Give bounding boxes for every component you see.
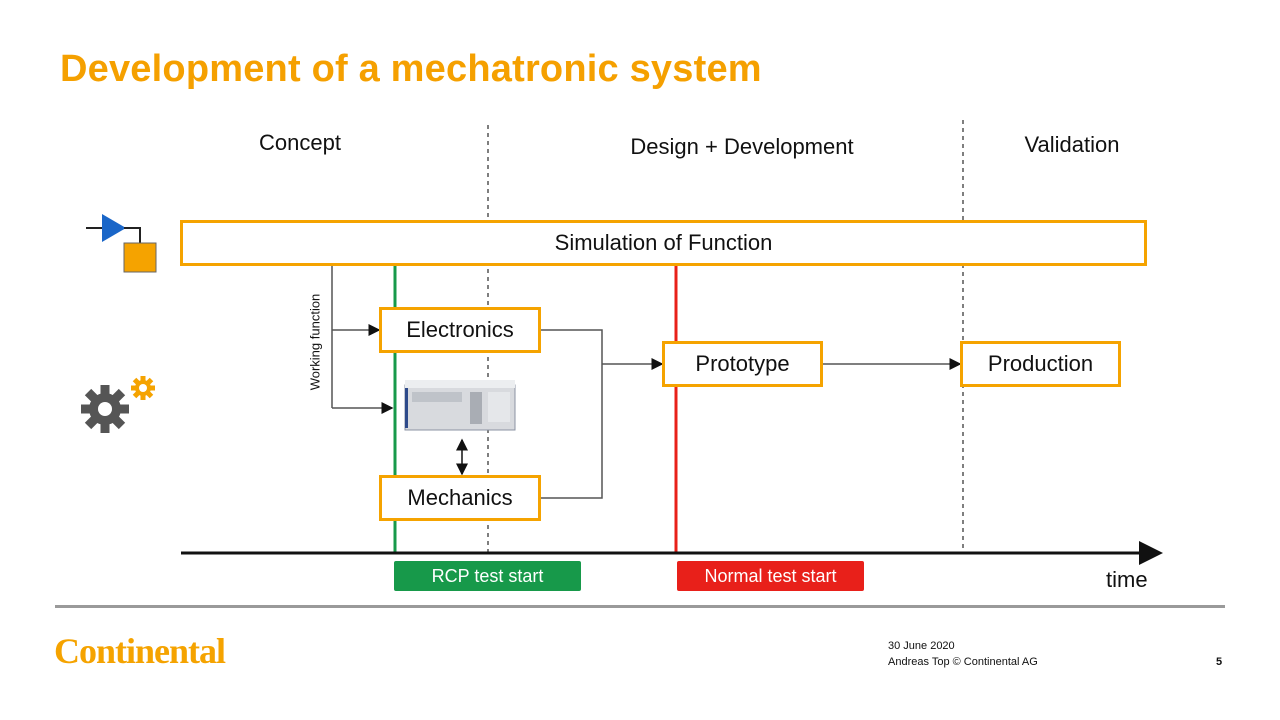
footer-divider: [55, 605, 1225, 608]
phase-design-development: Design + Development: [630, 134, 854, 159]
prototype-box: Prototype: [662, 341, 823, 387]
continental-logo: Continental: [54, 631, 226, 671]
rcp-test-start-badge: RCP test start: [394, 561, 581, 591]
mechatronics-gears-icon: [81, 376, 155, 433]
phase-validation: Validation: [1024, 132, 1120, 157]
simulation-of-function-box: Simulation of Function: [180, 220, 1147, 266]
footer-date: 30 June 2020: [888, 640, 955, 652]
footer-author: Andreas Top © Continental AG: [888, 656, 1038, 668]
slide-title: Development of a mechatronic system: [60, 48, 762, 90]
time-axis-label: time: [1106, 567, 1148, 592]
mechanics-box: Mechanics: [379, 475, 541, 521]
normal-test-start-badge: Normal test start: [677, 561, 864, 591]
rcp-hardware-image: [404, 380, 516, 431]
production-box: Production: [960, 341, 1121, 387]
working-function-label: Working function: [307, 293, 323, 391]
phase-concept: Concept: [259, 130, 341, 155]
function-block-icon: [86, 214, 157, 273]
electronics-box: Electronics: [379, 307, 541, 353]
page-number: 5: [1216, 656, 1223, 668]
